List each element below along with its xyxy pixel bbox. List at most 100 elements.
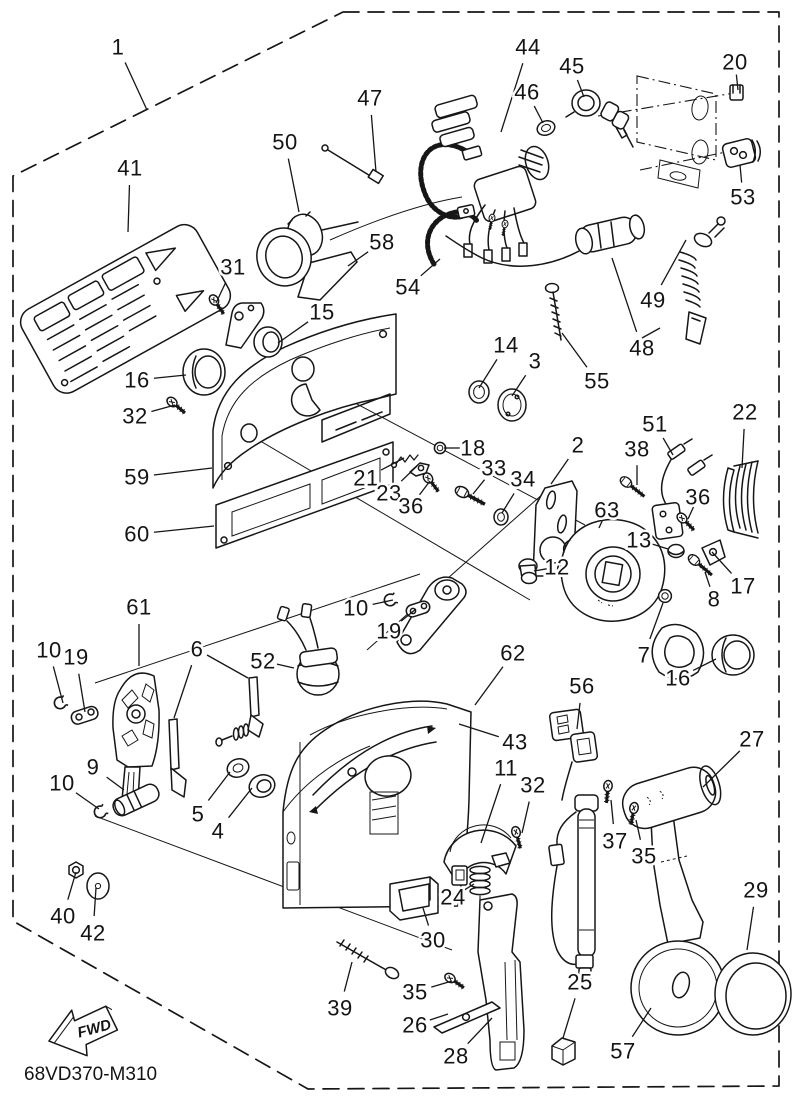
leader-line-54 bbox=[420, 258, 441, 277]
leader-line-1 bbox=[124, 62, 148, 111]
part-3-retainer bbox=[497, 388, 527, 422]
leader-line-22 bbox=[741, 428, 745, 469]
leader-line-25 bbox=[562, 998, 576, 1039]
callout-34: 34 bbox=[510, 467, 535, 492]
callout-3: 3 bbox=[529, 349, 542, 374]
part-26-plate bbox=[433, 1001, 501, 1034]
part-41-grille-cover bbox=[19, 223, 232, 394]
callout-19: 19 bbox=[376, 619, 401, 644]
leader-line-56 bbox=[576, 702, 581, 730]
part-pivot-arm bbox=[396, 576, 467, 655]
part-63-cam-housing bbox=[556, 518, 666, 622]
screw-37 bbox=[600, 778, 615, 805]
part-16-grommet-right bbox=[711, 634, 755, 676]
callout-2: 2 bbox=[572, 433, 585, 458]
part-20-clip bbox=[729, 84, 744, 101]
part-11-bezel bbox=[443, 824, 517, 886]
leader-line-53 bbox=[739, 164, 743, 183]
callout-40: 40 bbox=[50, 904, 75, 929]
callout-58: 58 bbox=[369, 230, 394, 255]
leader-line-33 bbox=[472, 479, 486, 495]
callout-35: 35 bbox=[402, 980, 427, 1005]
part-9-pin bbox=[112, 783, 160, 817]
part-60-lower-plate bbox=[215, 441, 394, 549]
leader-line-51 bbox=[662, 437, 674, 456]
leader-line-37 bbox=[610, 799, 614, 825]
part-57-control-lever bbox=[630, 814, 726, 1036]
callout-57: 57 bbox=[610, 1039, 635, 1064]
leader-line-26 bbox=[429, 1013, 449, 1021]
callout-4: 4 bbox=[212, 819, 225, 844]
callout-54: 54 bbox=[395, 275, 420, 300]
callout-30: 30 bbox=[420, 928, 445, 953]
leader-line-58 bbox=[347, 251, 369, 267]
part-56-trim-switch bbox=[548, 708, 599, 980]
leader-line-16 bbox=[153, 374, 187, 379]
leader-line-55 bbox=[561, 332, 588, 368]
callout-18: 18 bbox=[460, 436, 485, 461]
part-5-washer bbox=[226, 757, 250, 779]
callout-59: 59 bbox=[124, 465, 149, 490]
part-6-link-rods bbox=[168, 676, 264, 798]
callout-63: 63 bbox=[594, 498, 619, 523]
callout-48: 48 bbox=[629, 336, 654, 361]
leader-line-17 bbox=[711, 551, 733, 574]
part-23-clip bbox=[409, 462, 430, 477]
leader-line-13 bbox=[651, 543, 669, 550]
callout-17: 17 bbox=[730, 574, 755, 599]
bolt-33 bbox=[451, 482, 490, 511]
part-39-bolt bbox=[336, 939, 400, 980]
part-13-cap bbox=[667, 543, 685, 559]
leader-line-27 bbox=[702, 750, 741, 788]
callout-32: 32 bbox=[122, 404, 147, 429]
callout-15: 15 bbox=[309, 300, 334, 325]
leader-line-47 bbox=[370, 114, 377, 173]
callout-43: 43 bbox=[502, 730, 527, 755]
callout-62: 62 bbox=[500, 641, 525, 666]
part-27-grip bbox=[621, 765, 722, 830]
callout-29: 29 bbox=[743, 878, 768, 903]
callout-61: 61 bbox=[126, 595, 151, 620]
callout-20: 20 bbox=[722, 50, 747, 75]
leader-line-10 bbox=[372, 599, 394, 606]
leader-line-6 bbox=[173, 664, 193, 719]
leader-line-12 bbox=[533, 568, 547, 572]
callout-33: 33 bbox=[481, 456, 506, 481]
leader-line-35 bbox=[635, 819, 642, 840]
part-45-key-switch bbox=[565, 89, 634, 148]
part-47-pin bbox=[321, 144, 384, 185]
leader-line-20 bbox=[735, 74, 739, 91]
callout-38: 38 bbox=[624, 437, 649, 462]
leader-line-44 bbox=[500, 63, 524, 133]
leader-line-57 bbox=[631, 1007, 652, 1038]
leader-line-40 bbox=[67, 871, 77, 900]
part-61-bracket bbox=[112, 672, 160, 801]
leader-line-30 bbox=[422, 907, 430, 926]
leader-line-16 bbox=[692, 658, 717, 671]
leader-line-62 bbox=[474, 666, 504, 706]
leader-line-45 bbox=[576, 79, 585, 98]
callout-16: 16 bbox=[124, 368, 149, 393]
part-54-wire-loom bbox=[425, 204, 480, 267]
leader-line-10 bbox=[52, 666, 64, 704]
callout-19: 19 bbox=[63, 645, 88, 670]
callout-47: 47 bbox=[357, 86, 382, 111]
leader-line-21 bbox=[380, 457, 405, 471]
leader-line-39 bbox=[343, 961, 353, 992]
leader-line-32 bbox=[151, 404, 176, 413]
callout-13: 13 bbox=[626, 528, 651, 553]
diagram-code: 68VD370-M310 bbox=[24, 1064, 157, 1085]
leader-line-60 bbox=[153, 525, 215, 533]
screw-35b bbox=[441, 969, 468, 993]
part-10-clip-a bbox=[51, 694, 70, 712]
callout-9: 9 bbox=[87, 755, 100, 780]
callout-49: 49 bbox=[640, 288, 665, 313]
part-29-ring bbox=[714, 952, 792, 1036]
part-44-main-switch-assembly bbox=[418, 94, 550, 264]
leader-line-32 bbox=[521, 801, 530, 834]
callout-23: 23 bbox=[376, 481, 401, 506]
leader-line-5 bbox=[207, 771, 231, 801]
part-arm-plate bbox=[225, 302, 265, 349]
leader-line-50 bbox=[287, 158, 300, 213]
part-4-grommet bbox=[248, 773, 276, 799]
